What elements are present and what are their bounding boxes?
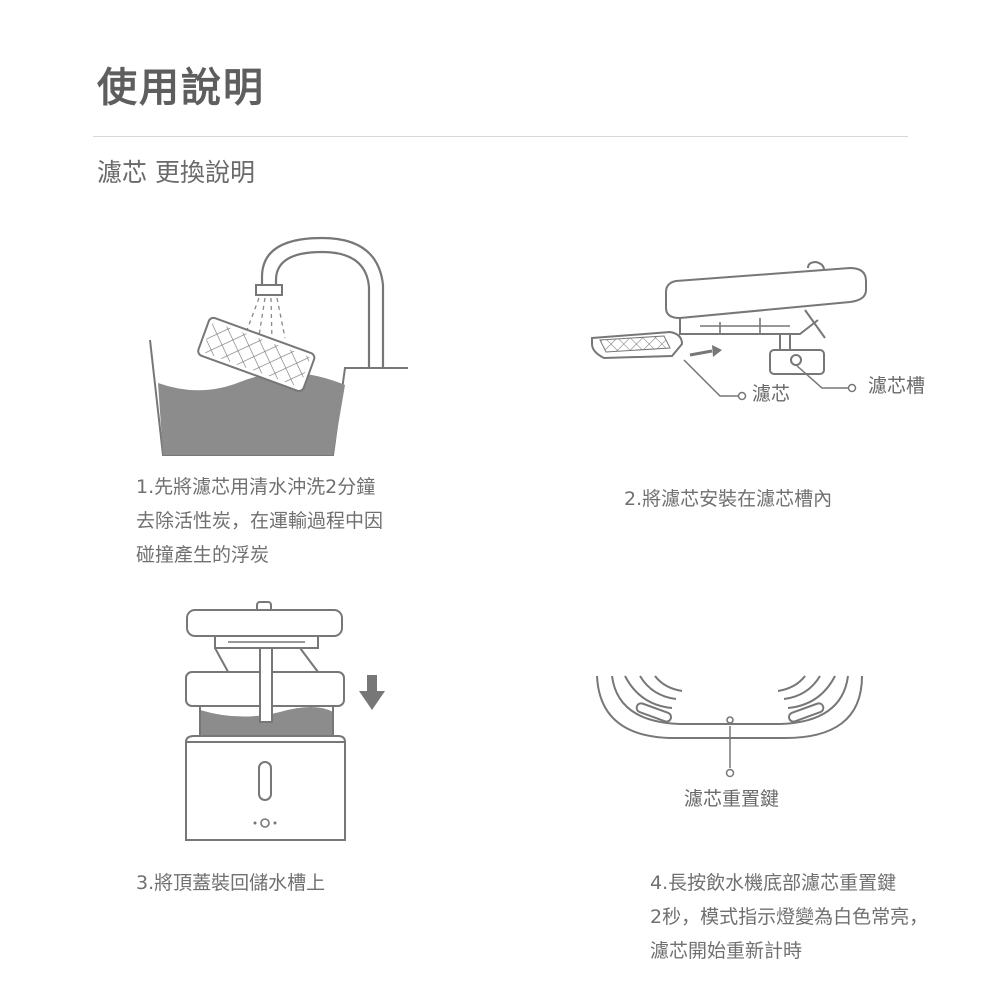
step-3-text: 3.將頂蓋裝回儲水槽上 (136, 866, 325, 900)
page-title: 使用說明 (97, 65, 265, 111)
step-4-line-3: 濾芯開始重新計時 (650, 940, 803, 962)
section-subtitle: 濾芯 更換說明 (97, 158, 255, 187)
step-2-line-1: 2.將濾芯安裝在濾芯槽內 (624, 488, 833, 510)
reset-button-illustration (596, 675, 863, 778)
step-1-line-3: 碰撞產生的浮炭 (136, 544, 270, 566)
reset-key-callout-label: 濾芯重置鍵 (684, 788, 780, 810)
step-3-line-1: 3.將頂蓋裝回儲水槽上 (136, 872, 326, 894)
header-divider (93, 136, 908, 137)
rinse-filter-illustration (149, 236, 408, 456)
filter-slot-callout-label: 濾芯槽 (868, 375, 926, 397)
step-1-line-1: 1.先將濾芯用清水沖洗2分鐘 (136, 476, 376, 498)
replace-lid-illustration (185, 601, 385, 841)
step-1-line-2: 去除活性炭，在運輸過程中因 (136, 510, 384, 532)
step-2-text: 2.將濾芯安裝在濾芯槽內 (624, 482, 832, 516)
step-4-text: 4.長按飲水機底部濾芯重置鍵 2秒，模式指示燈變為白色常亮， 濾芯開始重新計時 (650, 866, 928, 968)
step-4-line-1: 4.長按飲水機底部濾芯重置鍵 (650, 872, 897, 894)
filter-callout-label: 濾芯 (752, 383, 791, 405)
install-filter-illustration (591, 260, 867, 401)
step-4-line-2: 2秒，模式指示燈變為白色常亮， (650, 906, 929, 928)
step-1-text: 1.先將濾芯用清水沖洗2分鐘 去除活性炭，在運輸過程中因 碰撞產生的浮炭 (136, 470, 383, 572)
